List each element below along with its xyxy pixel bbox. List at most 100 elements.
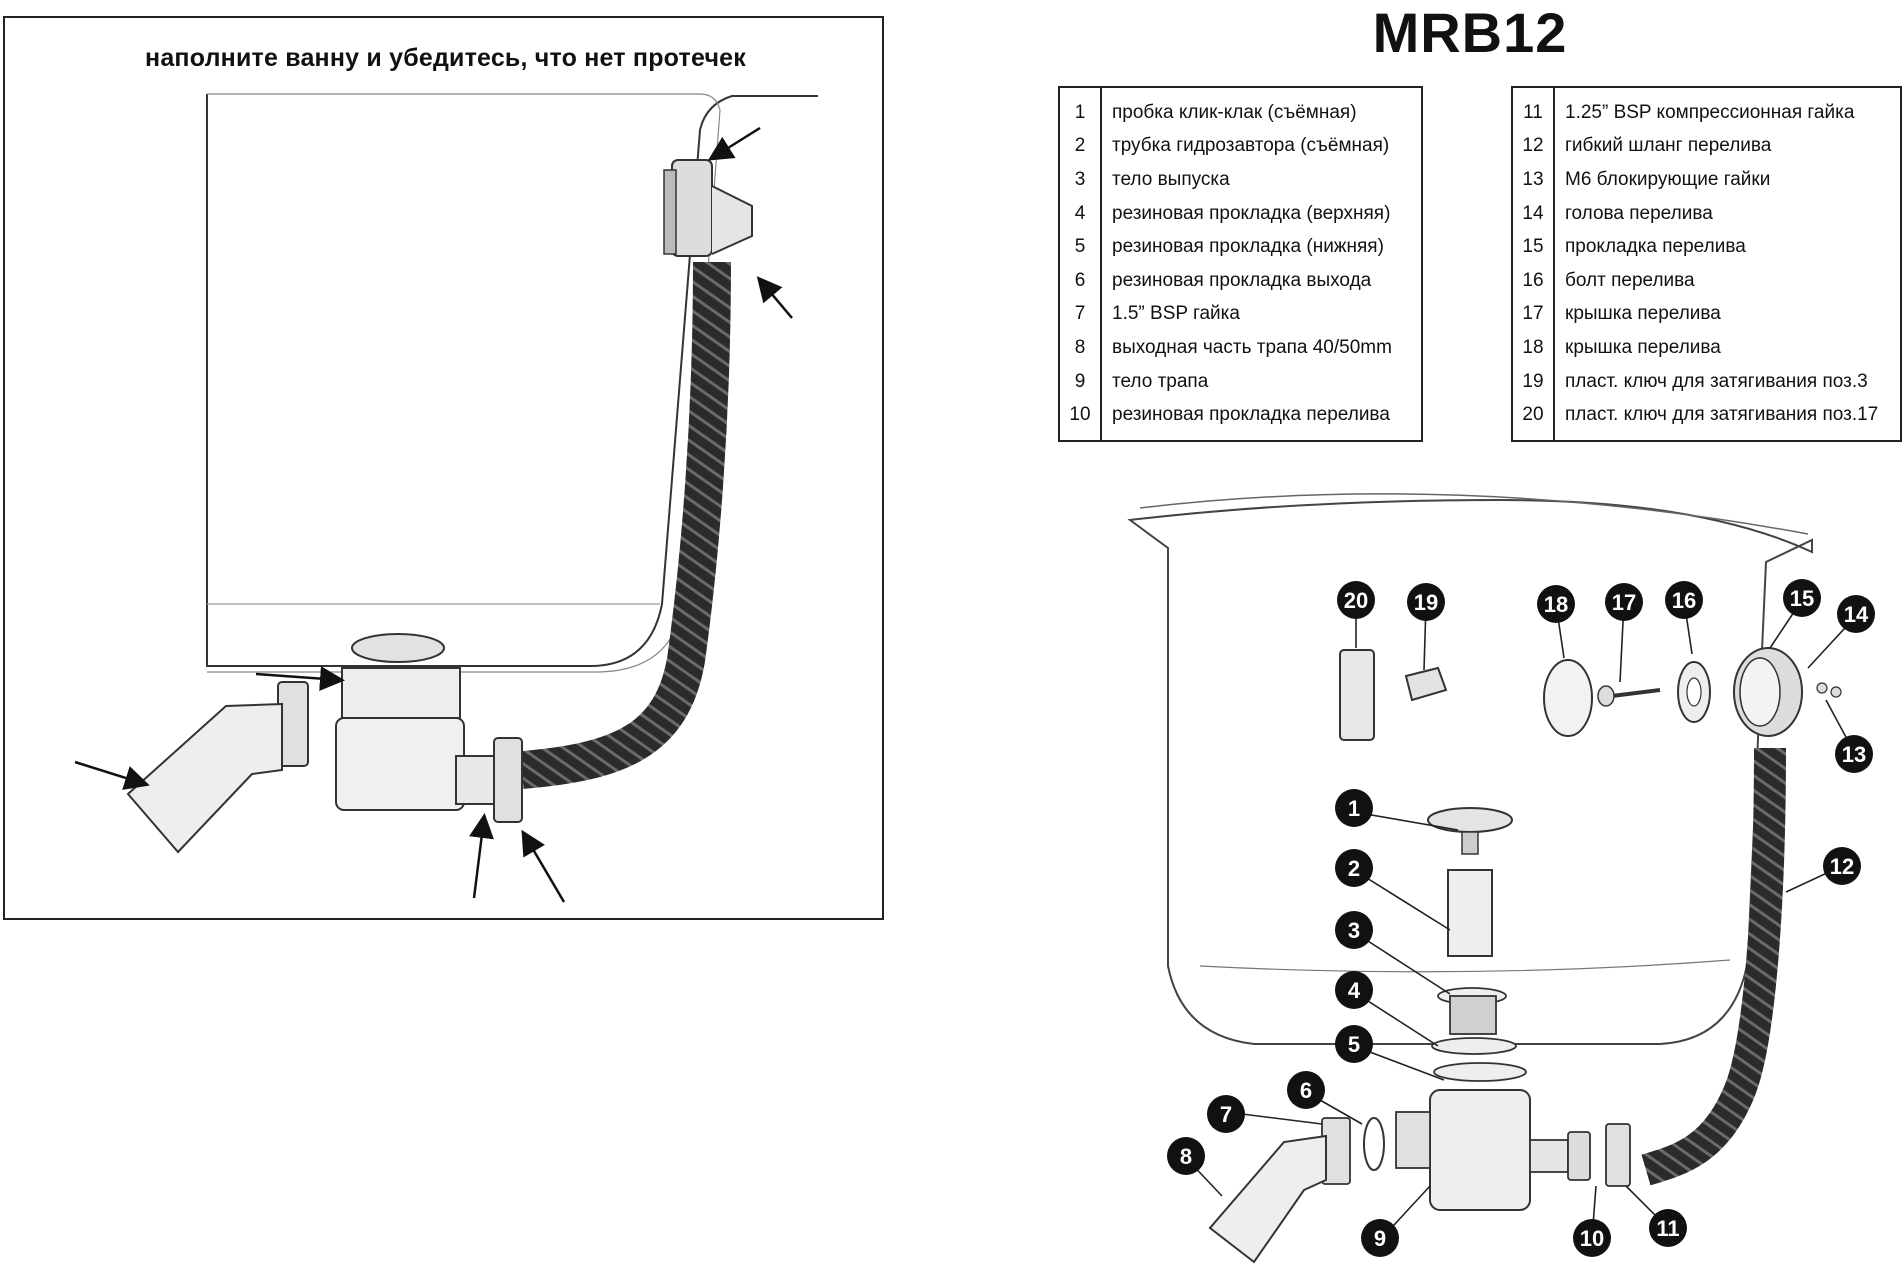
right-drain-body	[1449, 995, 1497, 1035]
callout-number: 13	[1842, 742, 1866, 767]
part-description: голова перелива	[1565, 202, 1713, 224]
part-number: 11	[1512, 87, 1555, 130]
callout-badge: 15	[1783, 579, 1821, 617]
left-overflow-hose	[520, 261, 731, 789]
part-description: крышка перелива	[1565, 336, 1721, 358]
left-arrow-1	[74, 760, 150, 790]
parts-row: 5 резиновая прокладка (нижняя)	[1059, 230, 1422, 264]
left-arrow-3	[469, 813, 494, 899]
callout-badge: 5	[1335, 1025, 1373, 1063]
callout-circle	[1335, 911, 1373, 949]
callout-badge: 13	[1835, 735, 1873, 773]
part-number: 18	[1512, 331, 1555, 365]
right-plug-cap	[1427, 807, 1513, 833]
parts-row: 11 1.25” BSP компрессионная гайка	[1512, 87, 1901, 130]
part-number: 16	[1512, 263, 1555, 298]
callout-badge: 10	[1573, 1219, 1611, 1257]
callout-number: 5	[1348, 1032, 1360, 1057]
part-number: 12	[1512, 129, 1555, 164]
part-description: болт перелива	[1565, 269, 1695, 291]
right-bathtub-outline	[1127, 498, 1813, 1045]
callout-number: 18	[1544, 592, 1568, 617]
left-arrow-6	[756, 276, 793, 319]
callout-circle	[1335, 849, 1373, 887]
callout-number: 19	[1414, 590, 1438, 615]
callout-circle	[1665, 581, 1703, 619]
callout-badge: 3	[1335, 911, 1373, 949]
leak-check-caption: наполните ванну и убедитесь, что нет про…	[145, 44, 746, 72]
part-description: резиновая прокладка (верхняя)	[1112, 202, 1391, 224]
part-description: тело выпуска	[1112, 168, 1230, 190]
callout-badge: 19	[1407, 583, 1445, 621]
callout-badge: 7	[1207, 1095, 1245, 1133]
callout-number: 12	[1830, 854, 1854, 879]
callout-circle	[1207, 1095, 1245, 1133]
parts-row: 19 пласт. ключ для затягивания поз.3	[1512, 364, 1901, 399]
callout-badge: 12	[1823, 847, 1861, 885]
part-number: 7	[1059, 297, 1102, 332]
part-description: крышка перелива	[1565, 303, 1721, 325]
callout-number: 2	[1348, 856, 1360, 881]
part-number: 10	[1059, 398, 1102, 441]
left-overflow-head	[671, 159, 713, 257]
callout-number: 4	[1348, 978, 1361, 1003]
part-number: 3	[1059, 163, 1102, 197]
left-bathtub-drawing	[74, 93, 818, 903]
callout-circle	[1335, 1025, 1373, 1063]
callout-badge: 18	[1537, 585, 1575, 623]
right-outlet-gasket	[1363, 1117, 1385, 1171]
callout-number: 3	[1348, 918, 1360, 943]
part-description: 1.25” BSP компрессионная гайка	[1565, 101, 1855, 123]
callout-number: 15	[1790, 586, 1814, 611]
part-number: 14	[1512, 196, 1555, 231]
part-number: 20	[1512, 398, 1555, 441]
part-number: 5	[1059, 230, 1102, 264]
left-outlet-pipe	[126, 702, 283, 854]
part-description: резиновая прокладка перелива	[1112, 404, 1390, 426]
part-description: резиновая прокладка (нижняя)	[1112, 236, 1384, 258]
callout-badge: 8	[1167, 1137, 1205, 1175]
part-number: 4	[1059, 196, 1102, 231]
callout-number: 17	[1612, 590, 1636, 615]
callout-number: 20	[1344, 588, 1368, 613]
left-trap-body	[335, 717, 465, 811]
parts-row: 6 резиновая прокладка выхода	[1059, 263, 1422, 298]
callout-number: 16	[1672, 588, 1696, 613]
part-number: 13	[1512, 163, 1555, 197]
callout-number: 8	[1180, 1144, 1192, 1169]
parts-row: 16 болт перелива	[1512, 263, 1901, 298]
callout-circle	[1287, 1071, 1325, 1109]
callout-circle	[1361, 1219, 1399, 1257]
callout-badge: 4	[1335, 971, 1373, 1009]
callout-circle	[1783, 579, 1821, 617]
callout-circle	[1335, 789, 1373, 827]
parts-row: 3 тело выпуска	[1059, 163, 1422, 197]
part-number: 2	[1059, 129, 1102, 164]
left-arrow-4	[521, 829, 566, 903]
part-description: пласт. ключ для затягивания поз.17	[1565, 404, 1879, 426]
left-arrow-2	[255, 666, 345, 692]
callout-number: 10	[1580, 1226, 1604, 1251]
part-description: выходная часть трапа 40/50mm	[1112, 336, 1392, 358]
right-key-20	[1339, 649, 1375, 741]
callout-circle	[1335, 971, 1373, 1009]
part-number: 6	[1059, 263, 1102, 298]
part-number: 19	[1512, 364, 1555, 399]
right-outlet-pipe	[1208, 1134, 1327, 1264]
part-number: 15	[1512, 230, 1555, 264]
left-bathtub-rim	[207, 93, 721, 673]
callout-badge: 1	[1335, 789, 1373, 827]
part-description: тело трапа	[1112, 370, 1209, 392]
parts-row: 18 крышка перелива	[1512, 331, 1901, 365]
part-description: резиновая прокладка выхода	[1112, 269, 1372, 291]
part-description: пласт. ключ для затягивания поз.3	[1565, 370, 1868, 392]
callout-badge: 16	[1665, 581, 1703, 619]
parts-row: 20 пласт. ключ для затягивания поз.17	[1512, 398, 1901, 441]
callout-badge: 6	[1287, 1071, 1325, 1109]
